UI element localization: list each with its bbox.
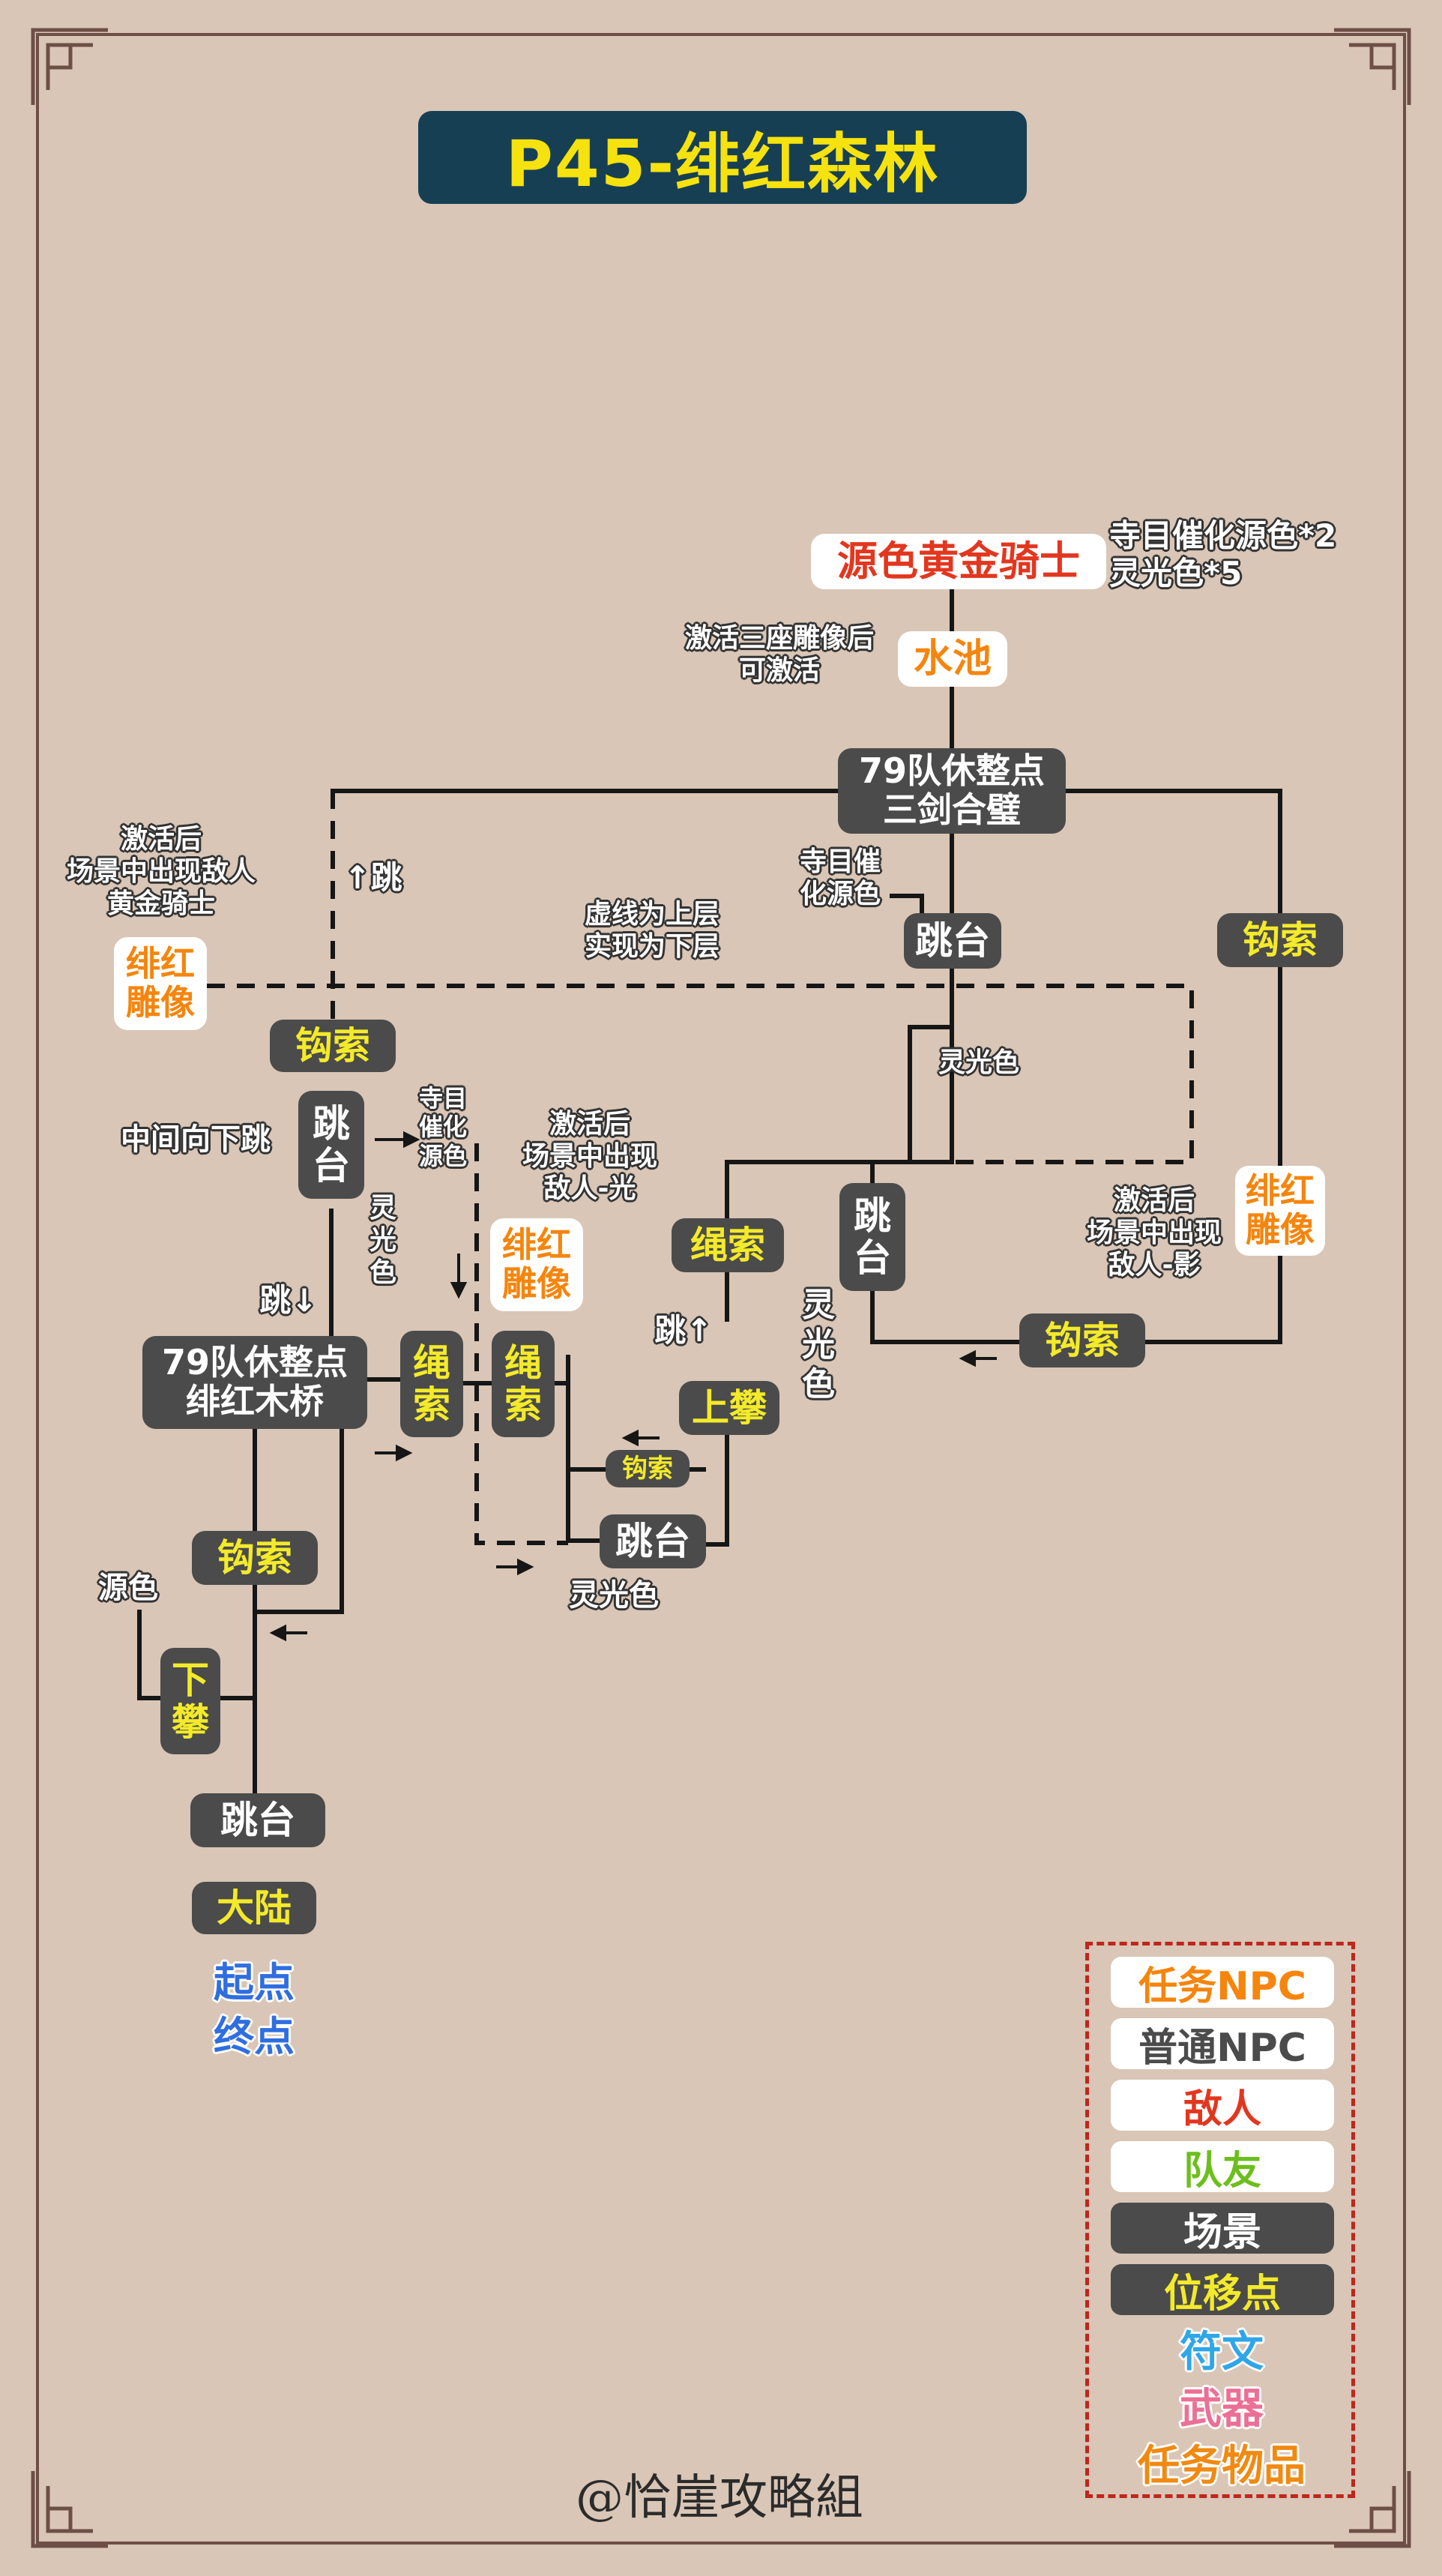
page-title: P45-绯红森林 — [418, 111, 1027, 204]
label-start: 起点 — [214, 1959, 295, 2006]
node-mainland[interactable]: 大陆 — [192, 1882, 316, 1934]
edge-bridge-right-down — [257, 1426, 344, 1614]
node-jump-top[interactable]: 跳台 — [904, 913, 1001, 969]
legend-ally: 队友 — [1111, 2141, 1334, 2194]
credit-signature: @恰崖攻略組 — [576, 2470, 863, 2526]
edge-dashed-mid — [474, 1143, 568, 1545]
legend-enemy: 敌人 — [1111, 2080, 1334, 2132]
node-hook-lower-right[interactable]: 钩索 — [1019, 1313, 1145, 1367]
label-aura-vertical-b: 灵 光 色 — [802, 1286, 835, 1403]
legend-scene: 场景 — [1111, 2203, 1334, 2255]
label-reward-knight: 寺目催化源色*2 灵光色*5 — [1109, 517, 1337, 592]
label-jump-up: ↑跳 — [344, 859, 402, 896]
legend-rune: 符文 — [1180, 2328, 1264, 2377]
label-shadow-enemy: 激活后 场景中出现 敌人-影 — [1086, 1185, 1222, 1281]
edge-jump-mid-bottom — [870, 1287, 1025, 1344]
label-aura-vertical-a: 灵 光 色 — [369, 1193, 396, 1289]
node-hook-small[interactable]: 钩索 — [606, 1450, 690, 1487]
node-rest79-top[interactable]: 79队休整点 三剑合璧 — [838, 748, 1066, 834]
node-rope-a[interactable]: 绳 索 — [400, 1331, 463, 1437]
node-statue-left[interactable]: 绯红 雕像 — [114, 937, 207, 1030]
node-rope-b[interactable]: 绳 索 — [492, 1331, 555, 1437]
label-aura-bottom: 灵光色 — [569, 1578, 659, 1613]
node-jump-bottom[interactable]: 跳台 — [190, 1793, 325, 1847]
edge-jump-mid-loop — [725, 1062, 954, 1251]
label-jump-down: 跳↓ — [259, 1282, 318, 1319]
legend-weapon: 武器 — [1180, 2385, 1264, 2434]
label-statue-left-note: 激活后 场景中出现敌人 黄金骑士 — [66, 824, 256, 920]
edge-dashed-statue — [207, 984, 1194, 1164]
label-end: 终点 — [214, 2013, 295, 2060]
label-source-color: 源色 — [98, 1571, 158, 1605]
node-jump-bottom-mid[interactable]: 跳台 — [600, 1514, 706, 1568]
node-climb-down[interactable]: 下 攀 — [160, 1648, 220, 1754]
legend-task-item: 任务物品 — [1138, 2442, 1306, 2491]
node-gold-knight[interactable]: 源色黄金骑士 — [811, 534, 1106, 589]
legend-task-npc: 任务NPC — [1111, 1957, 1334, 2009]
edge-aura-loop — [908, 1025, 954, 1164]
edge-source-loop — [137, 1610, 164, 1700]
node-climb-up[interactable]: 上攀 — [679, 1381, 779, 1435]
label-jump-up2: 跳↑ — [654, 1312, 713, 1349]
label-pool-note: 激活三座雕像后 可激活 — [684, 623, 874, 687]
edge-rest-right — [1061, 789, 1282, 939]
node-hook-bottom[interactable]: 钩索 — [192, 1531, 318, 1585]
label-catalyst-small: 寺目 催化 源色 — [418, 1084, 467, 1170]
label-aura-top: 灵光色 — [938, 1047, 1019, 1078]
node-rest79-bridge[interactable]: 79队休整点 绯红木桥 — [142, 1336, 367, 1429]
node-rope-upper[interactable]: 绳索 — [672, 1218, 784, 1272]
label-legend-dashed: 虚线为上层 实现为下层 — [584, 899, 720, 963]
label-middown: 中间向下跳 — [121, 1122, 271, 1157]
node-water-pool[interactable]: 水池 — [898, 631, 1007, 687]
node-statue-mid[interactable]: 绯红 雕像 — [490, 1218, 583, 1311]
legend-normal-npc: 普通NPC — [1111, 2018, 1334, 2071]
legend-move-point: 位移点 — [1111, 2264, 1334, 2317]
legend-box — [1085, 1942, 1355, 2498]
node-statue-right[interactable]: 绯红 雕像 — [1235, 1166, 1325, 1256]
node-jump-left[interactable]: 跳 台 — [298, 1091, 364, 1199]
label-top-catalyst: 寺目催 化源色 — [799, 846, 881, 910]
label-light-enemy: 激活后 场景中出现 敌人-光 — [522, 1109, 657, 1205]
node-hook-left[interactable]: 钩索 — [270, 1020, 396, 1072]
edge-catalyst-top — [890, 894, 924, 917]
node-hook-right[interactable]: 钩索 — [1217, 913, 1343, 967]
node-jump-mid[interactable]: 跳 台 — [839, 1183, 905, 1291]
